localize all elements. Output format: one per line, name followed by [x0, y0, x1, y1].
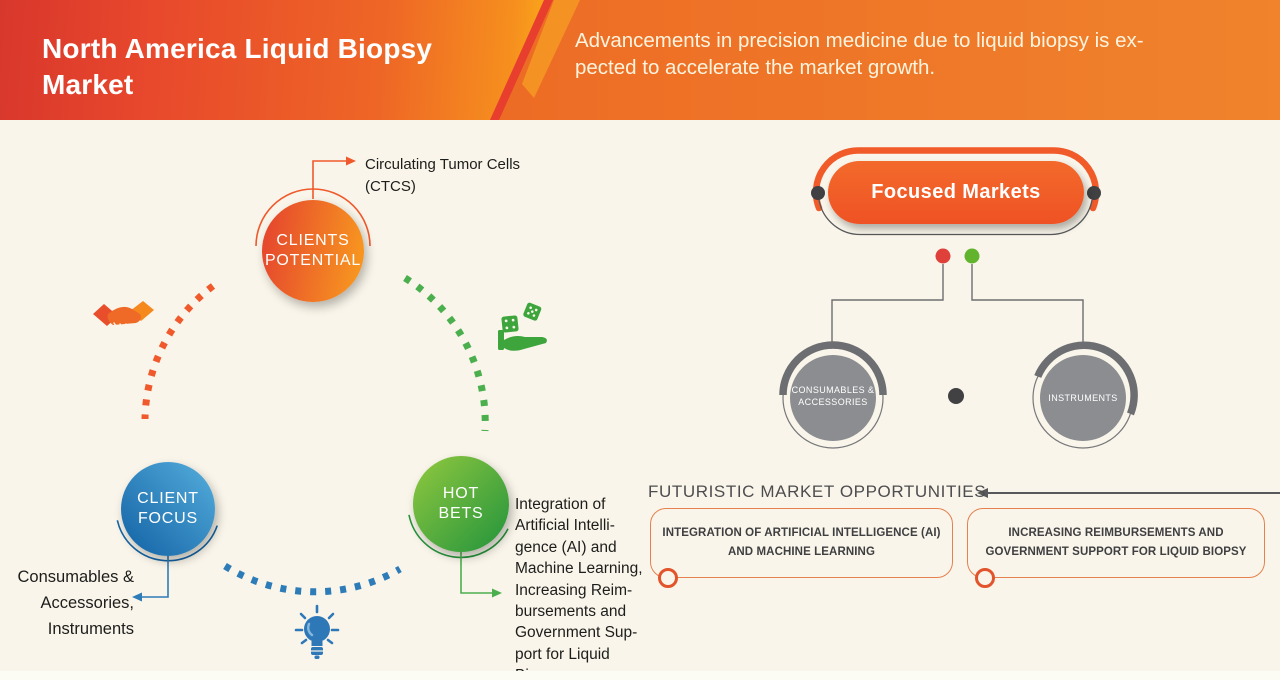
consumables-disc-label: CONSUMABLES & ACCESSORIES [791, 385, 875, 407]
header-banner: North America Liquid Biopsy Market Advan… [0, 0, 1280, 120]
green-branch-dot [964, 248, 980, 264]
lightbulb-icon [294, 604, 340, 659]
red-branch-dot [935, 248, 951, 264]
opportunities-heading: FUTURISTIC MARKET OPPORTUNITIES [648, 482, 987, 501]
opportunity-box-ai: INTEGRATION OF ARTIFICIAL INTELLIGENCE (… [650, 508, 953, 578]
handshake-icon [93, 301, 154, 329]
page-title: North America Liquid Biopsy Market [42, 33, 433, 100]
instruments-disc [1032, 341, 1138, 449]
footer-strip [0, 671, 1280, 680]
header-right-panel [490, 0, 1280, 120]
callout-ctcs: Circulating Tumor Cells (CTCS) [365, 156, 521, 195]
opportunity-box-reimbursements: INCREASING REIMBURSEMENTS AND GOVERNMENT… [967, 508, 1265, 578]
page-subtitle: Advancements in precision medicine due t… [575, 29, 1144, 79]
dice-hand-icon [498, 302, 547, 351]
ring-right-dot [1087, 186, 1101, 200]
tree-branch-lines [831, 264, 1084, 345]
opportunity-ring-icon [658, 568, 678, 588]
node-clients-potential: CLIENTS POTENTIAL [262, 200, 364, 302]
focused-markets-pill: Focused Markets [828, 161, 1084, 224]
callout-client-focus: Consumables & Accessories, Instruments [17, 568, 134, 638]
node-hot-bets: HOT BETS [413, 456, 509, 552]
ring-left-dot [811, 186, 825, 200]
callout-hot-bets: Integration of Artificial Intelli- gence… [515, 496, 643, 680]
instruments-disc-label: INSTRUMENTS [1048, 393, 1118, 403]
opportunities-arrow [977, 488, 1280, 498]
node-client-focus: CLIENT FOCUS [121, 462, 215, 556]
opportunity-ring-icon [975, 568, 995, 588]
center-dot [948, 388, 964, 404]
